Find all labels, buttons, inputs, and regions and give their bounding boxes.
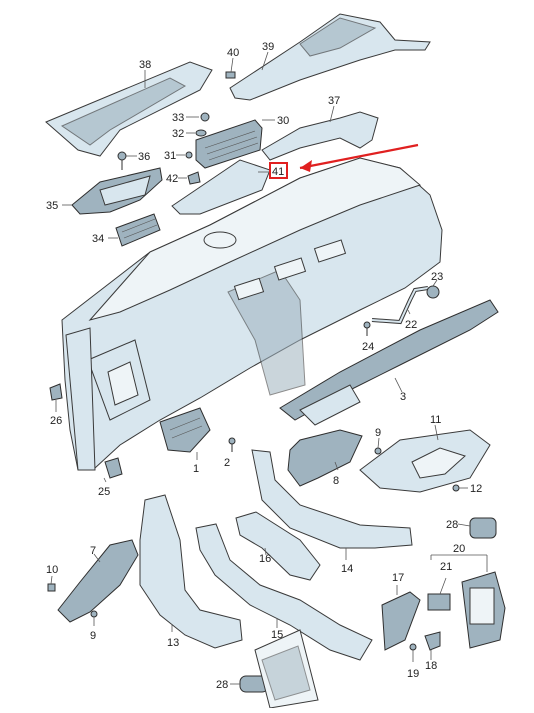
label-25: 25 — [98, 486, 110, 498]
part-36-group: 36 — [117, 151, 150, 170]
part-17-group: 17 — [381, 572, 421, 651]
label-35: 35 — [46, 200, 58, 212]
part-14-group: 14 — [251, 449, 413, 575]
label-32: 32 — [172, 128, 184, 140]
part-34-group: 34 — [92, 213, 161, 247]
part-39-group: 39 — [229, 13, 431, 101]
highlight-box-41 — [269, 162, 288, 179]
part-40-group: 40 — [225, 47, 239, 79]
part-35-group: 35 — [46, 167, 163, 215]
highlight-arrowhead — [300, 160, 312, 172]
label-42: 42 — [166, 173, 178, 185]
label-18: 18 — [425, 660, 437, 672]
label-13: 13 — [167, 637, 179, 649]
part-9a-group: 9 — [374, 427, 382, 455]
part-13-group: 13 — [139, 494, 243, 649]
label-15: 15 — [271, 629, 283, 641]
label-22: 22 — [405, 319, 417, 331]
part-20-group: 20 — [430, 543, 506, 649]
part-15-group: 15 — [195, 523, 373, 661]
label-12: 12 — [470, 483, 482, 495]
label-34: 34 — [92, 233, 104, 245]
part-10-group: 10 — [46, 564, 58, 592]
fasteners-33-32-31: 33 32 31 — [164, 112, 210, 162]
part-21-group: 21 — [427, 561, 452, 611]
dashboard-body — [61, 157, 443, 471]
part-12-group: 12 — [452, 483, 482, 495]
part-1-group: 1 — [159, 407, 211, 475]
part-16-group: 16 — [235, 511, 321, 581]
label-10: 10 — [46, 564, 58, 576]
label-21: 21 — [440, 561, 452, 573]
label-33: 33 — [172, 112, 184, 124]
label-3: 3 — [400, 391, 406, 403]
part-19-group: 19 — [407, 643, 419, 680]
label-23: 23 — [431, 271, 443, 283]
label-37: 37 — [328, 95, 340, 107]
highlight-arrow — [299, 143, 419, 170]
label-17: 17 — [392, 572, 404, 584]
label-28b: 28 — [216, 679, 228, 691]
part-9b-group: 9 — [90, 610, 98, 642]
part-11-group: 11 — [359, 414, 491, 493]
bottom-detail-panel — [254, 629, 319, 709]
label-28a: 28 — [446, 519, 458, 531]
part-7-group: 7 — [57, 539, 139, 623]
part-24-group: 24 — [362, 321, 374, 353]
label-40: 40 — [227, 47, 239, 59]
part-37-group: 37 — [261, 95, 379, 161]
part-41-group: 41 — [171, 143, 419, 215]
label-26: 26 — [50, 415, 62, 427]
label-2: 2 — [224, 457, 230, 469]
label-9a: 9 — [375, 427, 381, 439]
label-41: 41 — [272, 166, 284, 178]
part-38-group: 38 — [45, 59, 213, 157]
label-20: 20 — [453, 543, 465, 555]
part-8-group: 8 — [287, 429, 363, 487]
label-7: 7 — [90, 545, 96, 557]
part-25-group: 25 — [98, 457, 123, 498]
label-39: 39 — [262, 41, 274, 53]
label-24: 24 — [362, 341, 374, 353]
label-8: 8 — [333, 475, 339, 487]
part-28a-group: 28 — [446, 517, 497, 539]
label-30: 30 — [277, 115, 289, 127]
part-42-group: 42 — [166, 171, 201, 185]
label-19: 19 — [407, 668, 419, 680]
label-31: 31 — [164, 150, 176, 162]
label-14: 14 — [341, 563, 353, 575]
part-28b-group: 28 — [216, 675, 269, 693]
part-3-group: 3 — [279, 299, 499, 426]
label-16: 16 — [259, 553, 271, 565]
label-11: 11 — [430, 414, 441, 426]
label-9b: 9 — [90, 630, 96, 642]
part-22-23-group: 23 22 — [371, 271, 443, 331]
part-30-group: 30 — [195, 115, 289, 169]
label-1: 1 — [193, 463, 199, 475]
part-2-group: 2 — [224, 437, 236, 469]
label-38: 38 — [139, 59, 151, 71]
part-26-group: 26 — [49, 383, 63, 427]
label-36: 36 — [138, 151, 150, 163]
part-18-group: 18 — [424, 631, 441, 672]
